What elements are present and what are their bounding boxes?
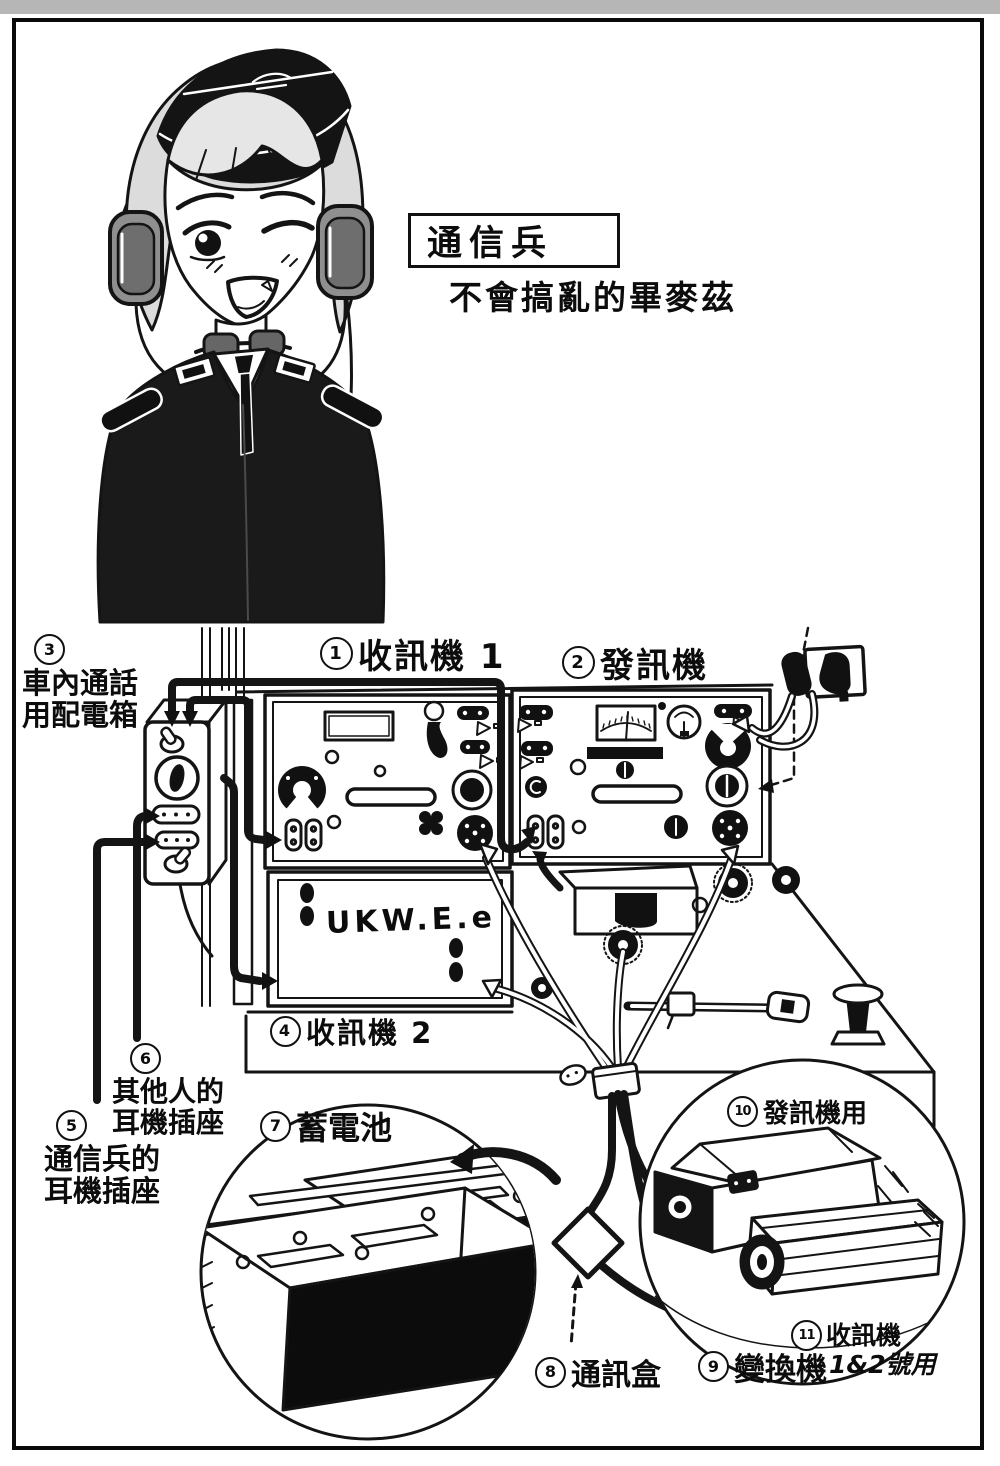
circled-number-10: 10 xyxy=(727,1096,758,1127)
scan-margin xyxy=(0,0,1000,14)
circled-number-7: 7 xyxy=(260,1110,291,1142)
winking-eye xyxy=(261,220,315,234)
face xyxy=(163,158,326,328)
transmitter-panel xyxy=(510,688,772,866)
carry-handle xyxy=(345,787,437,807)
bangs xyxy=(166,89,324,177)
title-box: 通信兵 xyxy=(408,213,620,268)
junction-under-box xyxy=(558,864,709,936)
label-others-headphone-jack: 6 其他人的 耳機插座 xyxy=(112,1043,224,1138)
intercom-cables xyxy=(93,678,531,1104)
morse-key-knob xyxy=(830,983,886,1046)
label-transmitter: 2 發訊機 xyxy=(562,638,708,687)
circled-number-6: 6 xyxy=(130,1043,161,1074)
receiver2-panel xyxy=(266,870,514,1008)
circled-number-8: 8 xyxy=(535,1356,566,1388)
shoulder-boards xyxy=(99,384,385,433)
left-eye xyxy=(195,230,221,256)
antenna-connector xyxy=(731,626,867,793)
tie xyxy=(233,353,255,375)
right-eyebrow xyxy=(259,190,316,206)
label-junction-box: 8 通訊盒 xyxy=(535,1350,661,1394)
receiver1-panel xyxy=(263,693,512,870)
circled-number-3: 3 xyxy=(34,634,65,665)
circle-leader-line xyxy=(654,1295,931,1349)
circled-number-4: 4 xyxy=(270,1015,301,1047)
microphone xyxy=(623,990,811,1030)
label-for-transmitter: 10 發訊機用 xyxy=(727,1093,867,1130)
page-title: 通信兵 xyxy=(427,224,554,264)
signal-soldier-illustration xyxy=(96,48,386,624)
circled-number-2: 2 xyxy=(562,646,595,679)
circled-number-11: 11 xyxy=(791,1320,822,1351)
junction-box-diamond xyxy=(551,1206,625,1280)
headphone-earcups xyxy=(108,204,374,306)
collar-tabs xyxy=(173,353,316,387)
label-operator-headphone-jack: 5 通信兵的 耳機插座 xyxy=(44,1110,160,1207)
cap-eagle-emblem xyxy=(251,72,293,91)
converters xyxy=(653,1126,944,1296)
label-converter: 9 變換機 xyxy=(698,1344,827,1389)
label-receiver1: 1 收訊機 1 xyxy=(320,629,506,678)
cable-arrowheads xyxy=(144,711,536,990)
left-eyebrow xyxy=(175,192,235,211)
device-marking-text: UKW.E.e xyxy=(325,900,497,941)
label-receiver2: 4 收訊機 2 xyxy=(270,1010,433,1052)
label-battery: 7 蓄電池 xyxy=(260,1103,392,1149)
circled-number-9: 9 xyxy=(698,1351,729,1382)
label-distribution-box: 3 車內通話 用配電箱 xyxy=(22,634,138,731)
headphone-cables-bundle xyxy=(478,842,740,1100)
page-subtitle: 不會搞亂的畢麥茲 xyxy=(449,278,737,317)
label-for-receivers: 11 收訊機 1&2號用 xyxy=(791,1320,936,1378)
circled-number-1: 1 xyxy=(320,637,353,670)
circled-number-5: 5 xyxy=(56,1110,87,1141)
antenna-socket xyxy=(714,704,752,718)
